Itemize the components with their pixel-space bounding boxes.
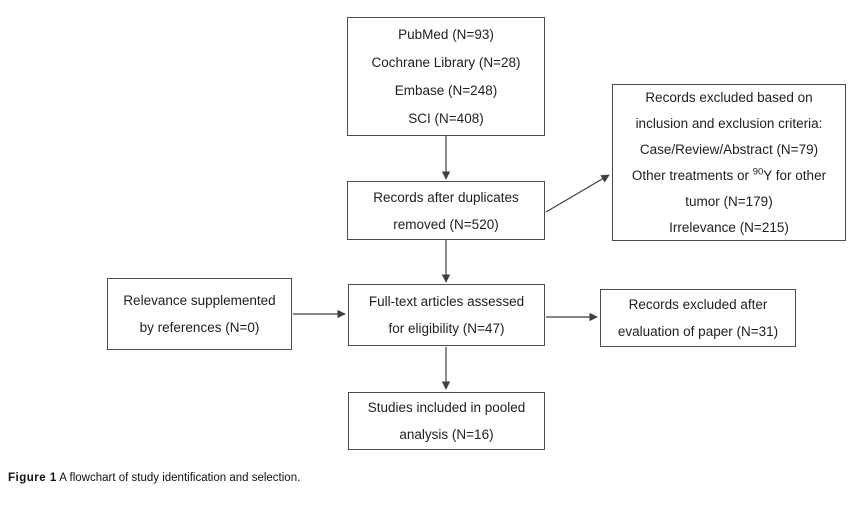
box-line: Full-text articles assessed bbox=[368, 294, 525, 309]
box-fulltext-assessed: Full-text articles assessed for eligibil… bbox=[348, 284, 545, 346]
arrow-duplicates-to-excluded-criteria bbox=[545, 174, 610, 213]
isotope-line-suffix: Y for other bbox=[763, 167, 827, 183]
box-studies-included: Studies included in pooled analysis (N=1… bbox=[348, 392, 545, 450]
box-line: for eligibility (N=47) bbox=[388, 321, 505, 336]
isotope-line-prefix: Other treatments or bbox=[631, 167, 753, 183]
box-line: Irrelevance (N=215) bbox=[669, 219, 789, 235]
box-line: tumor (N=179) bbox=[685, 193, 773, 209]
box-line: Records excluded after bbox=[628, 297, 768, 312]
box-line: evaluation of paper (N=31) bbox=[617, 324, 779, 339]
box-line: inclusion and exclusion criteria: bbox=[635, 115, 823, 131]
box-line: by references (N=0) bbox=[139, 320, 260, 335]
box-line: Records after duplicates bbox=[373, 189, 519, 205]
figure-caption-text: A flowchart of study identification and … bbox=[56, 472, 301, 484]
box-line: analysis (N=16) bbox=[399, 427, 494, 442]
box-line: Embase (N=248) bbox=[394, 82, 498, 98]
box-line-isotope: Other treatments or 90Y for other bbox=[632, 163, 826, 189]
box-line: Relevance supplemented bbox=[123, 293, 276, 308]
box-records-excluded-criteria: Records excluded based on inclusion and … bbox=[612, 84, 846, 241]
box-line: Cochrane Library (N=28) bbox=[371, 54, 521, 70]
box-line: Case/Review/Abstract (N=79) bbox=[639, 141, 819, 157]
box-line: SCI (N=408) bbox=[408, 110, 484, 126]
box-records-excluded-evaluation: Records excluded after evaluation of pap… bbox=[600, 289, 796, 347]
figure-caption-label: Figure 1 bbox=[8, 472, 57, 484]
box-line: PubMed (N=93) bbox=[398, 26, 494, 42]
box-relevance-supplemented: Relevance supplemented by references (N=… bbox=[107, 278, 292, 350]
box-line: removed (N=520) bbox=[393, 216, 499, 232]
box-database-sources: PubMed (N=93) Cochrane Library (N=28) Em… bbox=[347, 17, 545, 136]
box-line: Studies included in pooled bbox=[367, 400, 526, 415]
box-records-after-duplicates: Records after duplicates removed (N=520) bbox=[347, 181, 545, 240]
figure-caption: Figure 1 A flowchart of study identifica… bbox=[8, 472, 300, 484]
box-line: Records excluded based on bbox=[645, 89, 813, 105]
isotope-superscript: 90 bbox=[752, 166, 764, 177]
